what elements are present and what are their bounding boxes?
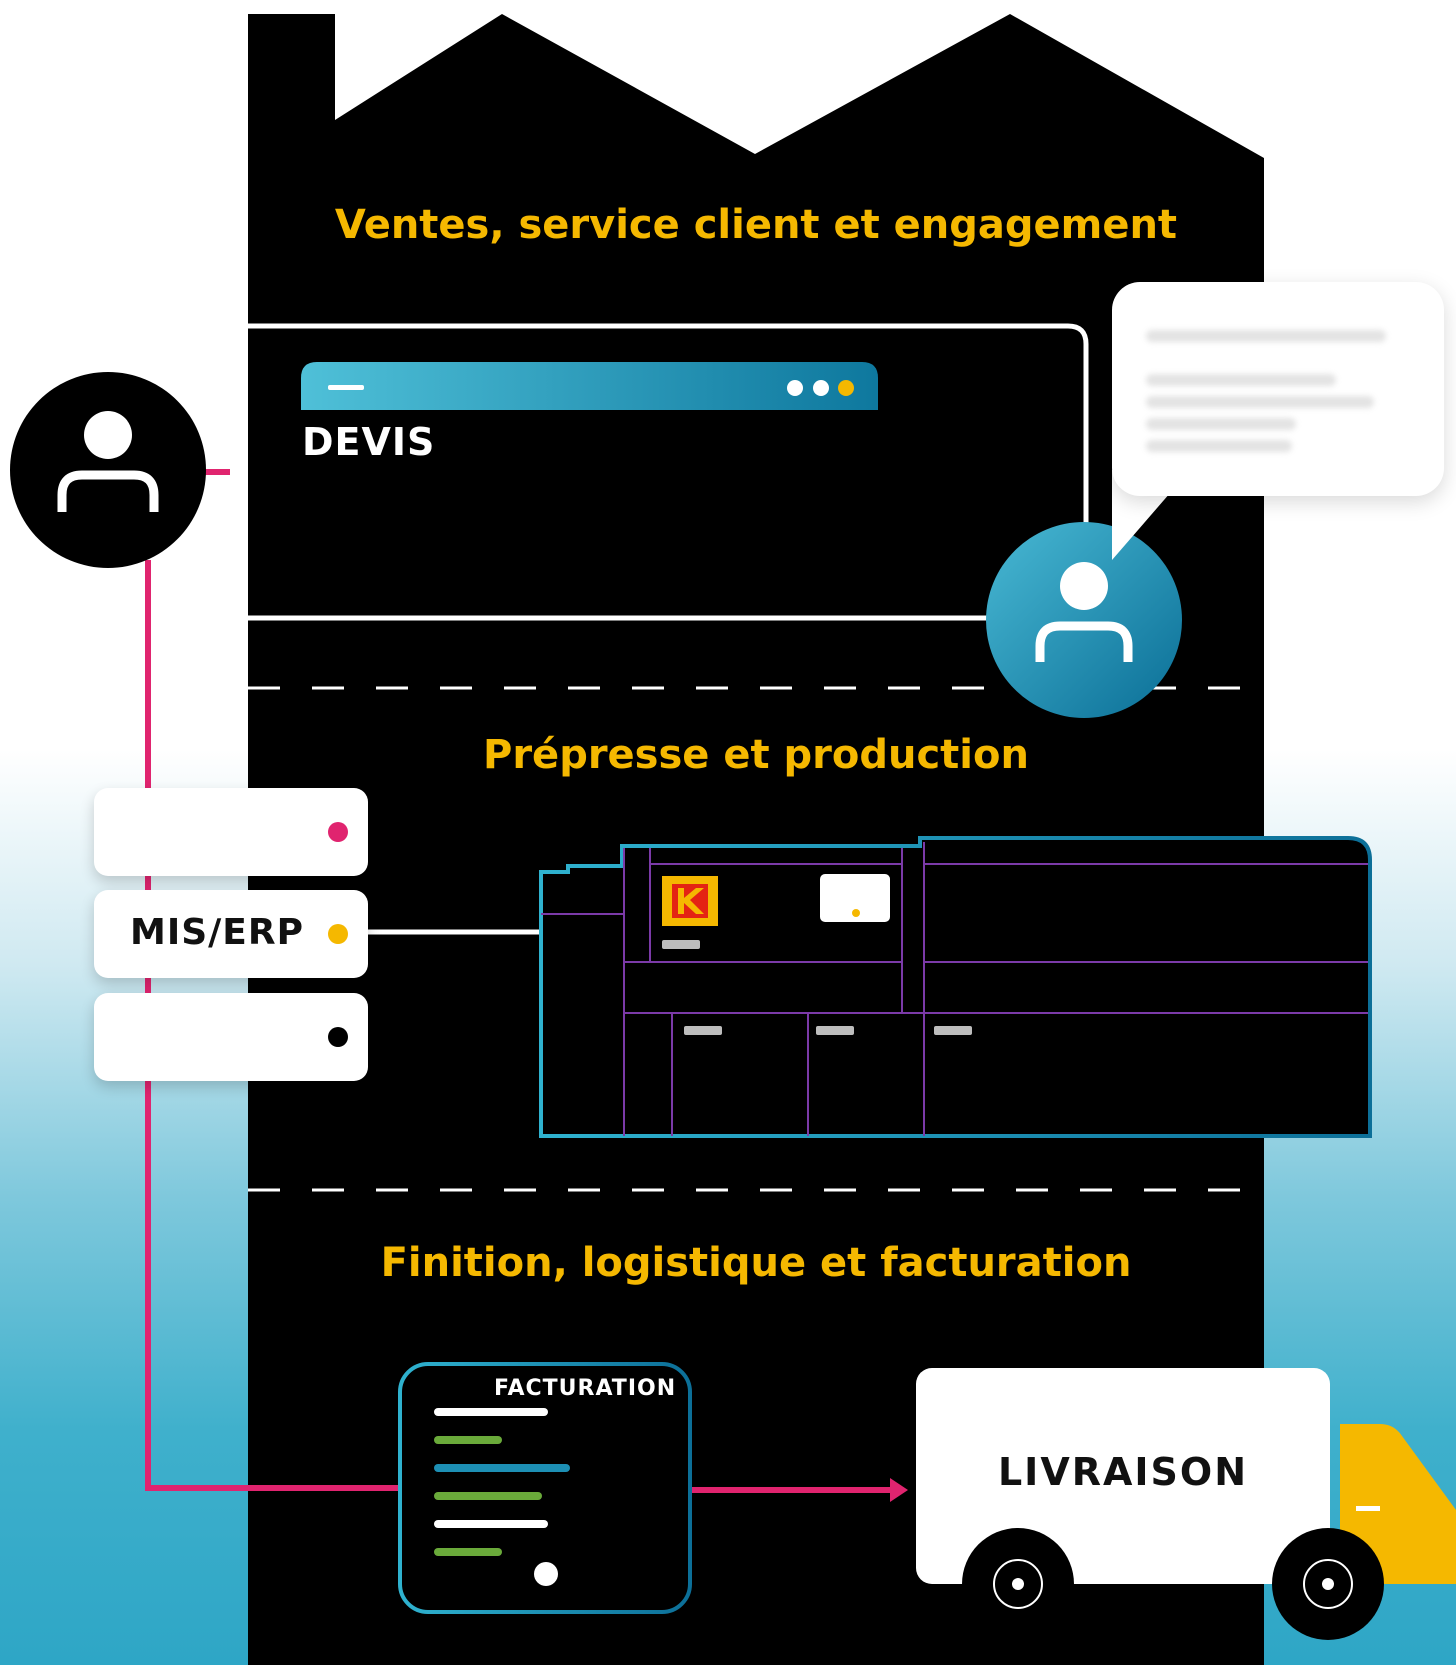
delivery-truck — [916, 1368, 1456, 1640]
invoice-document — [398, 1362, 692, 1614]
customer-avatar — [10, 372, 206, 568]
truck-cab — [1340, 1424, 1456, 1584]
window-menu-icon — [328, 385, 364, 390]
speech-bubble — [1112, 282, 1444, 496]
mis-erp-label: MIS/ERP — [130, 912, 304, 953]
agent-icon — [1035, 621, 1133, 662]
factory-building — [248, 14, 1264, 1665]
digital-press — [539, 836, 1372, 1138]
section-title-sales: Ventes, service client et engagement — [334, 202, 1178, 248]
agent-avatar — [986, 522, 1182, 718]
invoice-title: FACTURATION — [494, 1376, 677, 1401]
user-icon — [57, 470, 159, 512]
user-icon-head — [84, 411, 132, 459]
server-card-top — [94, 788, 368, 876]
arrow-head-icon — [890, 1478, 908, 1502]
window-dot-2 — [813, 380, 829, 396]
section-title-finishing: Finition, logistique et facturation — [380, 1240, 1132, 1286]
status-dot-magenta — [328, 822, 348, 842]
sales-frame-line — [248, 323, 1089, 530]
server-card-mis: MIS/ERP — [94, 890, 368, 978]
window-dot-1 — [787, 380, 803, 396]
status-dot-black — [328, 1027, 348, 1047]
window-dot-3 — [838, 380, 854, 396]
quote-window-titlebar — [301, 362, 878, 410]
agent-icon-head — [1060, 562, 1108, 610]
status-dot-yellow — [328, 924, 348, 944]
server-card-bottom — [94, 993, 368, 1081]
press-control-panel — [820, 874, 890, 922]
delivery-label: LIVRAISON — [997, 1450, 1249, 1494]
quote-label: DEVIS — [302, 420, 436, 464]
section-title-prepress: Prépresse et production — [483, 732, 1029, 778]
press-label-plate — [662, 940, 700, 949]
